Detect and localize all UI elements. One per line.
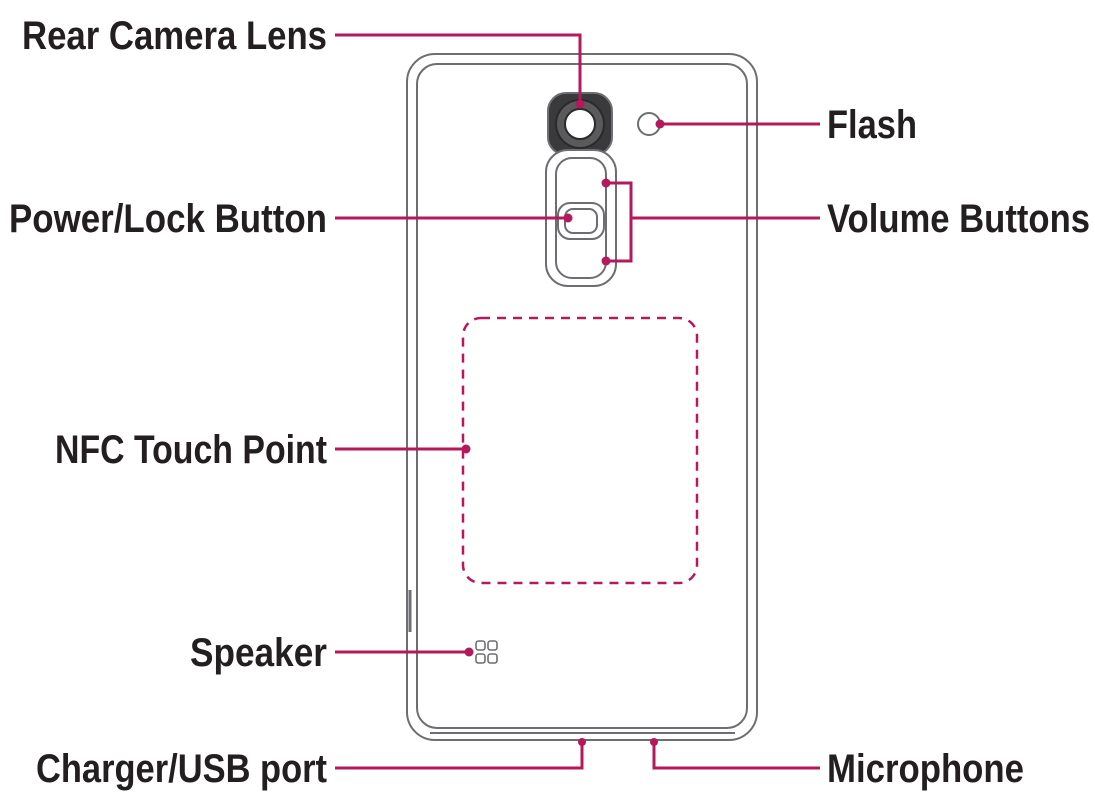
label-rear-camera-lens: Rear Camera Lens (22, 14, 327, 58)
callout-microphone (652, 742, 820, 770)
nfc-area (461, 316, 699, 585)
label-charger-usb-port: Charger/USB port (36, 747, 327, 791)
callout-rear-camera-lens (335, 33, 582, 104)
dot-nfc (461, 444, 471, 454)
dot-flash (655, 119, 665, 129)
label-nfc-touch-point: NFC Touch Point (55, 428, 327, 472)
callout-volume-bracket (606, 181, 633, 263)
label-microphone: Microphone (827, 747, 1024, 791)
dot-charger-usb (578, 738, 586, 746)
label-speaker: Speaker (190, 631, 327, 675)
speaker-icon (475, 640, 498, 664)
label-volume-buttons: Volume Buttons (827, 197, 1090, 241)
camera-lens-icon (564, 108, 596, 140)
dot-volume-up (601, 178, 611, 188)
callout-dots (461, 99, 665, 746)
dot-microphone (650, 738, 658, 746)
rear-key (545, 149, 617, 287)
dot-power-lock (563, 213, 573, 223)
labels: Rear Camera Lens Flash Power/Lock Button… (9, 14, 1090, 791)
callout-lines (335, 33, 820, 770)
dot-rear-camera-lens (575, 99, 585, 109)
callout-charger-usb (335, 742, 584, 770)
label-power-lock-button: Power/Lock Button (9, 197, 327, 241)
dot-speaker (464, 647, 474, 657)
label-flash: Flash (827, 103, 917, 147)
phone-inner-outline (416, 63, 748, 729)
camera-module (547, 92, 613, 156)
dot-volume-down (601, 256, 611, 266)
